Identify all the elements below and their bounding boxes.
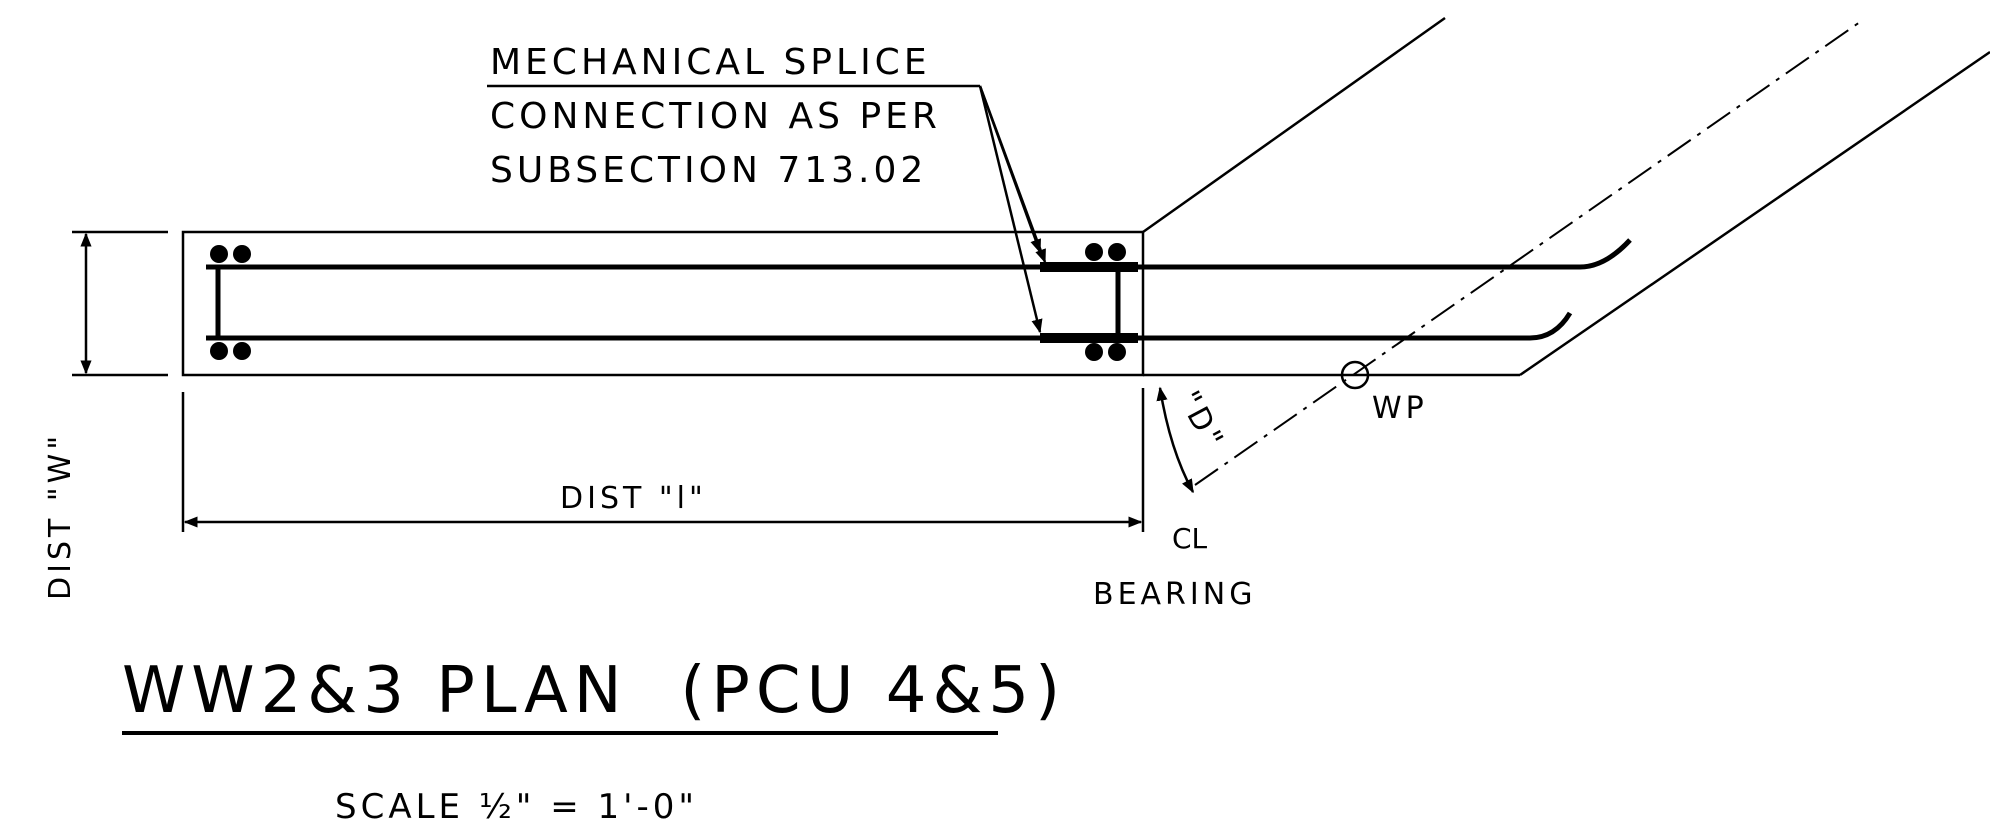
note-line-3: SUBSECTION 713.02 xyxy=(490,150,927,191)
note-line-2: CONNECTION AS PER xyxy=(490,96,941,137)
work-point-marker xyxy=(1340,360,1370,390)
bearing-label: BEARING xyxy=(1093,577,1256,612)
rebar-bottom xyxy=(206,311,1573,341)
plan-title: WW2&3 PLAN (PCU 4&5) xyxy=(122,654,1066,728)
angle-dim-arc xyxy=(1156,386,1195,494)
wall-outline xyxy=(181,230,1145,377)
dim-length-label: DIST "l" xyxy=(560,481,707,516)
centerline-symbol: CL xyxy=(1172,522,1208,555)
note-leader-3 xyxy=(978,85,1043,334)
wingwall-upper-edge xyxy=(1142,16,1446,234)
rebar-top xyxy=(206,238,1632,270)
angle-label: "D" xyxy=(1171,385,1231,457)
bar-dots xyxy=(210,243,1126,361)
work-point-label: WP xyxy=(1372,391,1428,426)
dim-width-label: DIST "W" xyxy=(43,432,78,600)
wingwall-lower-angled-edge xyxy=(1519,50,1990,377)
skew-centerline xyxy=(1194,21,1861,486)
note-leader-2 xyxy=(978,85,1047,264)
note-line-1: MECHANICAL SPLICE xyxy=(490,42,931,83)
scale-label: SCALE ½" = 1'-0" xyxy=(335,787,698,827)
